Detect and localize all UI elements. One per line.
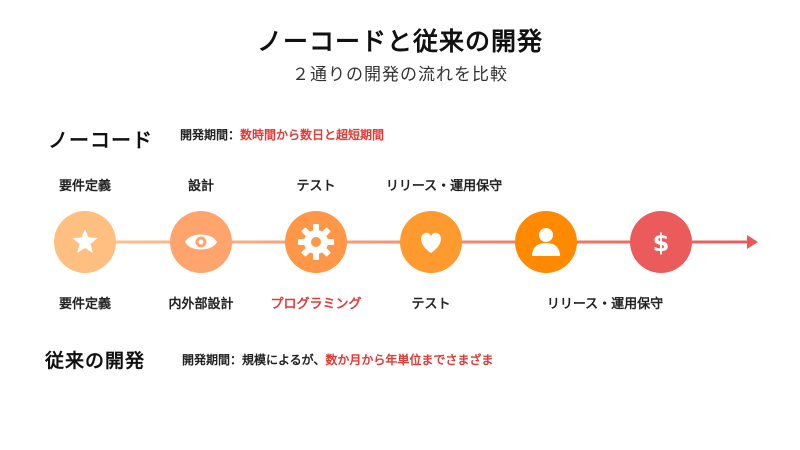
traditional-step-programming: プログラミング: [270, 297, 362, 312]
nocode-row-label: ノーコード: [48, 128, 153, 152]
stage-6: $: [630, 211, 692, 273]
user-icon: [532, 228, 560, 256]
star-icon: [72, 229, 98, 253]
nocode-step-test: テスト: [296, 179, 336, 194]
nocode-step-release: リリース・運用保守: [385, 179, 503, 194]
stage-2: [170, 211, 232, 273]
stage-6-circle: [630, 211, 692, 273]
nocode-period-prefix: 開発期間：: [180, 128, 241, 142]
stage-5: [515, 211, 577, 273]
traditional-step-requirements: 要件定義: [58, 297, 112, 312]
nocode-period-value: 数時間から数日と超短期間: [240, 128, 385, 142]
page-title: ノーコードと従来の開発: [256, 27, 543, 56]
stage-4: [400, 211, 462, 273]
stage-3: [285, 211, 347, 273]
traditional-row-label: 従来の開発: [45, 350, 146, 372]
traditional-step-release: リリース・運用保守: [546, 297, 664, 312]
nocode-period: 開発期間：数時間から数日と超短期間: [180, 126, 384, 143]
gear-icon: [298, 224, 334, 260]
eye-icon: [185, 234, 217, 250]
traditional-step-test: テスト: [411, 297, 451, 312]
traditional-step-design: 内外部設計: [168, 297, 234, 312]
heart-icon: [421, 232, 441, 253]
page-subtitle: ２通りの開発の流れを比較: [292, 65, 508, 85]
stage-1: [54, 211, 116, 273]
traditional-period-prefix: 開発期間：規模によるが、: [182, 353, 326, 367]
nocode-step-requirements: 要件定義: [58, 179, 112, 194]
traditional-period-value: 数か月から年単位までさまざま: [325, 353, 494, 367]
dollar-icon: $: [653, 229, 670, 257]
nocode-step-design: 設計: [187, 179, 215, 194]
traditional-period: 開発期間：規模によるが、数か月から年単位までさまざま: [182, 351, 493, 368]
flow-arrowhead: [747, 235, 758, 249]
